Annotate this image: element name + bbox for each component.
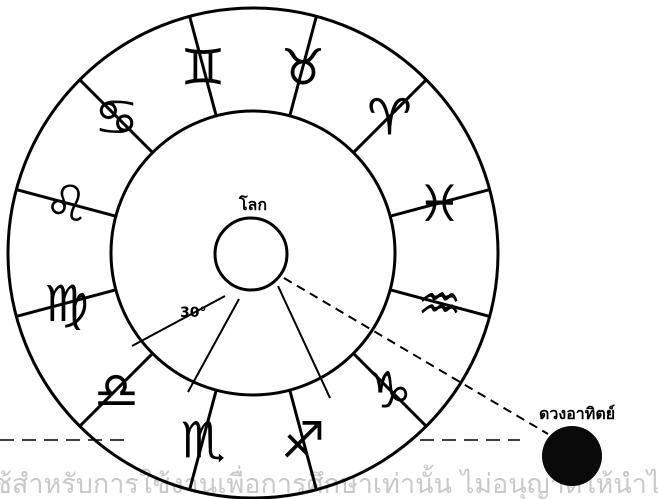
sagittarius-icon: ♐	[281, 411, 326, 469]
angle-label: 30°	[180, 305, 206, 321]
virgo-icon: ♍	[44, 275, 89, 333]
pisces-icon: ♓	[417, 175, 462, 233]
aquarius-icon: ♒	[417, 275, 462, 333]
capricorn-icon: ♑	[367, 362, 412, 420]
sun-label: ดวงอาทิตย์	[539, 404, 615, 423]
sun-circle	[542, 426, 602, 486]
libra-icon: ♎	[94, 362, 139, 420]
angle-line-left	[132, 296, 225, 346]
leo-icon: ♌	[44, 175, 89, 233]
aries-icon: ♈	[367, 89, 412, 147]
sun-line-lower	[278, 286, 330, 398]
taurus-icon: ♉	[281, 39, 326, 97]
earth-circle	[215, 218, 287, 290]
cancer-icon: ♋	[94, 89, 139, 147]
scorpio-icon: ♏	[181, 411, 226, 469]
gemini-icon: ♊	[181, 39, 226, 97]
earth-label: โลก	[238, 194, 267, 214]
